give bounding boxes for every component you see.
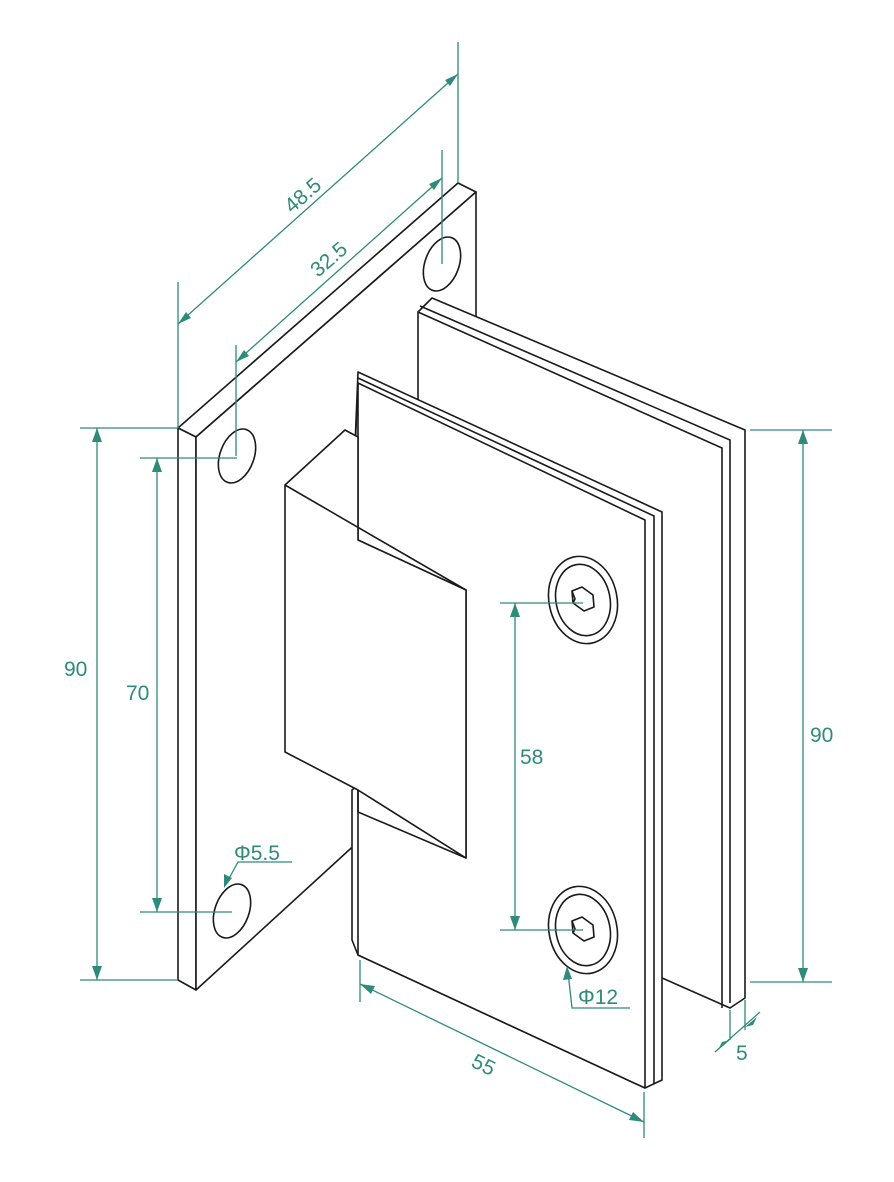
mounting-hole-bottom-left bbox=[212, 883, 252, 939]
dim-label-hole-spacing-horizontal: 32.5 bbox=[306, 238, 352, 282]
dim-label-plate-width: 48.5 bbox=[280, 174, 326, 218]
dim-label-glass-gap: 5 bbox=[736, 1042, 748, 1065]
dim-label-screw-diameter: Φ12 bbox=[578, 986, 618, 1009]
mounting-hole-top-left bbox=[217, 428, 257, 484]
dimension-lines bbox=[80, 42, 832, 1138]
dim-label-clamp-height: 90 bbox=[810, 724, 833, 747]
dim-label-hole-diameter: Φ5.5 bbox=[234, 842, 280, 865]
hinge-knuckle bbox=[284, 429, 467, 859]
dim-label-screw-spacing: 58 bbox=[520, 746, 543, 769]
screw-top bbox=[547, 555, 619, 645]
dim-label-plate-height: 90 bbox=[64, 658, 87, 681]
dim-label-clamp-width: 55 bbox=[468, 1050, 499, 1081]
dim-label-hole-spacing-vertical: 70 bbox=[126, 682, 149, 705]
